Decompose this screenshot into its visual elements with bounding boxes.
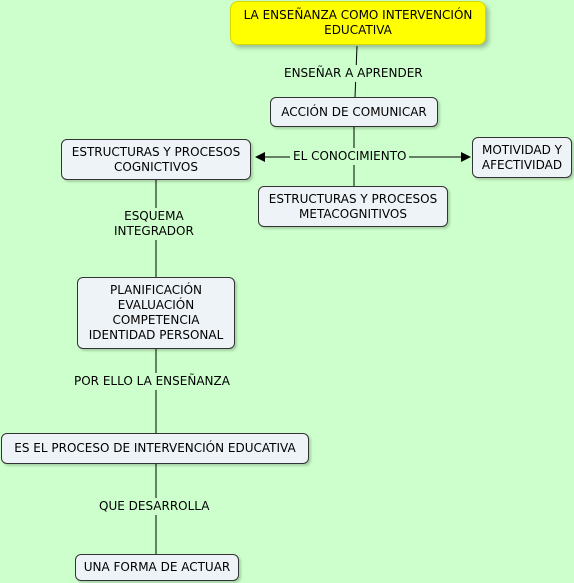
node-proceso[interactable]: ES EL PROCESO DE INTERVENCIÓN EDUCATIVA: [1, 433, 309, 464]
node-root[interactable]: LA ENSEÑANZA COMO INTERVENCIÓN EDUCATIVA: [230, 1, 486, 45]
link-label-que-desarrolla: QUE DESARROLLA: [96, 498, 213, 515]
node-accion-de-comunicar[interactable]: ACCIÓN DE COMUNICAR: [270, 97, 438, 127]
node-forma-de-actuar[interactable]: UNA FORMA DE ACTUAR: [75, 554, 239, 581]
link-label-esquema: ESQUEMA INTEGRADOR: [111, 208, 197, 240]
node-estructuras-cognictivos[interactable]: ESTRUCTURAS Y PROCESOS COGNICTIVOS: [61, 139, 251, 180]
node-motividad[interactable]: MOTIVIDAD Y AFECTIVIDAD: [472, 137, 572, 178]
node-estructuras-metacognitivos[interactable]: ESTRUCTURAS Y PROCESOS METACOGNITIVOS: [258, 186, 448, 227]
link-label-ensenar: ENSEÑAR A APRENDER: [281, 65, 426, 82]
node-planificacion[interactable]: PLANIFICACIÓN EVALUACIÓN COMPETENCIA IDE…: [77, 277, 235, 349]
link-label-conocimiento: EL CONOCIMIENTO: [290, 148, 410, 165]
link-label-por-ello: POR ELLO LA ENSEÑANZA: [71, 373, 233, 390]
